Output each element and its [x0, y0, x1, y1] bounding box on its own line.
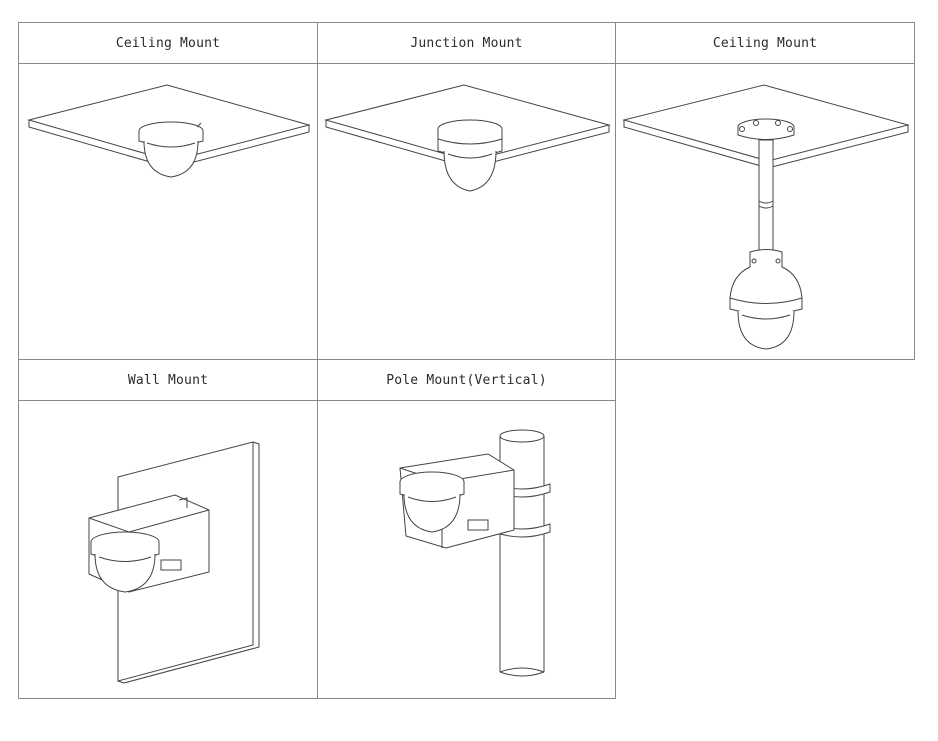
panel-ceiling-mount-pendant: Ceiling Mount [615, 22, 915, 360]
pole-mount-illustration [318, 360, 617, 700]
panel-pole-mount-vertical: Pole Mount(Vertical) [317, 359, 616, 699]
panel-title: Ceiling Mount [19, 23, 317, 64]
panel-title: Junction Mount [318, 23, 615, 64]
panel-junction-mount: Junction Mount [317, 22, 616, 360]
panel-wall-mount: Wall Mount [18, 359, 318, 699]
pendant-mount-illustration [616, 23, 916, 361]
panel-ceiling-mount: Ceiling Mount [18, 22, 318, 360]
wall-mount-illustration [19, 360, 319, 700]
panel-title: Wall Mount [19, 360, 317, 401]
junction-mount-illustration [318, 23, 617, 361]
panel-title: Ceiling Mount [616, 23, 914, 64]
panel-title: Pole Mount(Vertical) [318, 360, 615, 401]
ceiling-mount-illustration [19, 23, 319, 361]
